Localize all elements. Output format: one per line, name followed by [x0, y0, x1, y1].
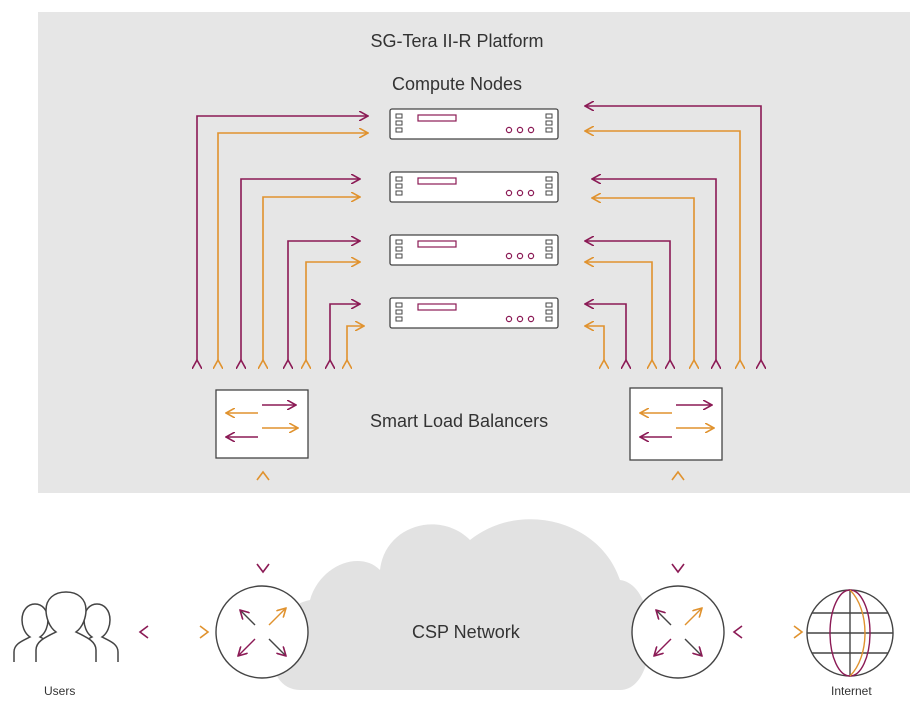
platform-title: SG-Tera II-R Platform	[370, 31, 544, 51]
left-connector	[263, 197, 360, 360]
left-connector	[288, 241, 360, 360]
users-icon	[13, 591, 119, 662]
server-node-2	[389, 171, 559, 203]
server-node-4	[389, 297, 559, 329]
right-connector	[585, 326, 604, 360]
right-connector	[585, 304, 626, 360]
router-icon	[631, 585, 725, 679]
right-connectors	[585, 106, 761, 360]
load-balancer-icon	[215, 389, 309, 459]
compute-nodes-label: Compute Nodes	[391, 74, 523, 94]
left-connectors	[197, 116, 368, 360]
load-balancer-icon	[629, 387, 723, 461]
cloud-icon	[271, 519, 650, 690]
globe-icon	[806, 589, 894, 677]
right-connector	[592, 179, 716, 360]
csp-network-label: CSP Network	[412, 622, 520, 642]
left-connector	[306, 262, 360, 360]
right-connector	[585, 241, 670, 360]
right-connector	[585, 262, 652, 360]
left-connector	[330, 304, 360, 360]
right-connector	[585, 131, 740, 360]
router-icon	[215, 585, 309, 679]
load-balancers-label: Smart Load Balancers	[370, 411, 549, 431]
users-label: Users	[44, 684, 76, 698]
internet-label: Internet	[831, 684, 872, 698]
left-connector	[347, 326, 364, 360]
left-connector	[197, 116, 368, 360]
left-connector	[218, 133, 368, 360]
server-node-3	[389, 234, 559, 266]
right-connector	[585, 106, 761, 360]
left-connector	[241, 179, 360, 360]
server-node-1	[389, 108, 559, 140]
right-connector	[592, 198, 694, 360]
